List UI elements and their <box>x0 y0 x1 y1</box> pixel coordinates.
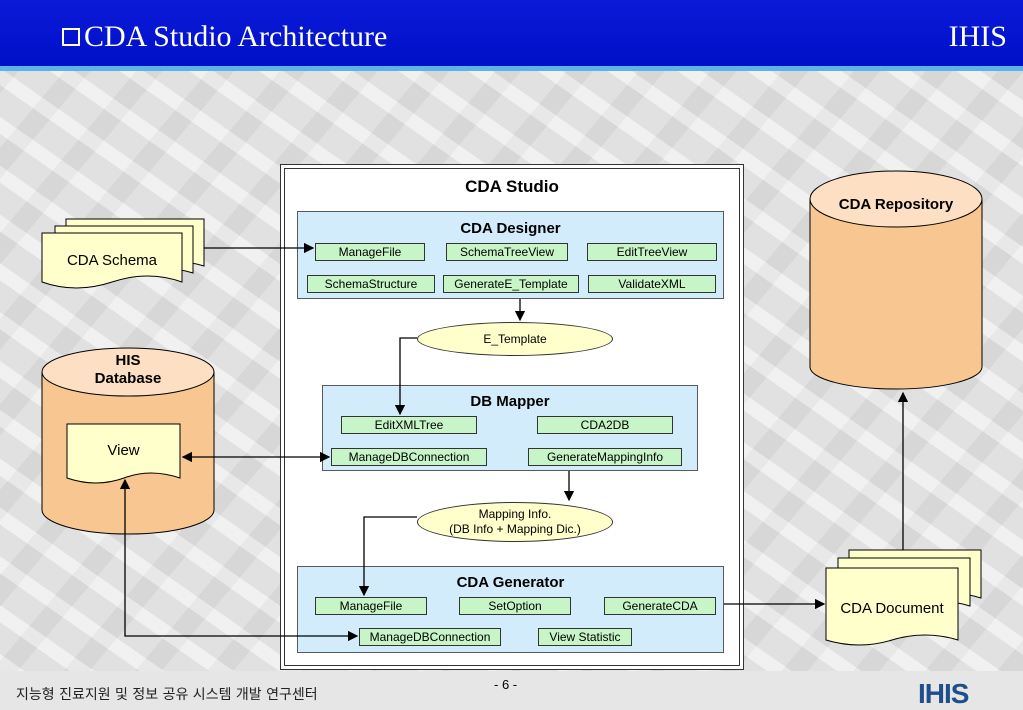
generator-viewstatistic[interactable]: View Statistic <box>538 628 632 646</box>
cda-document-icon <box>825 549 982 646</box>
page-title: CDA Studio Architecture <box>62 20 387 54</box>
cda-repository-label: CDA Repository <box>838 196 954 213</box>
cda-designer-title: CDA Designer <box>460 220 561 237</box>
mapping-info-oval: Mapping Info. (DB Info + Mapping Dic.) <box>417 502 613 542</box>
header-bar <box>0 0 1023 66</box>
view-document-icon <box>66 423 181 484</box>
generator-setoption[interactable]: SetOption <box>459 597 571 615</box>
cda-generator-title: CDA Generator <box>456 574 565 591</box>
footer-logo: IHIS <box>918 678 969 709</box>
designer-schematreeview[interactable]: SchemaTreeView <box>446 243 568 261</box>
cda-schema-document-icon <box>41 218 205 289</box>
brand-label: IHIS <box>948 20 1007 53</box>
studio-label: CDA Studio <box>465 177 559 196</box>
e-template-oval: E_Template <box>417 322 613 356</box>
cda-repository-cylinder-icon <box>809 170 983 390</box>
designer-edittreeview[interactable]: EditTreeView <box>587 243 717 261</box>
mapper-generatemappinginfo[interactable]: GenerateMappingInfo <box>528 448 682 466</box>
cda-document-label: CDA Document <box>840 600 944 617</box>
designer-managefile[interactable]: ManageFile <box>315 243 425 261</box>
his-database-label: HIS Database <box>60 352 196 388</box>
designer-validatexml[interactable]: ValidateXML <box>588 275 716 293</box>
view-label: View <box>107 442 140 459</box>
generator-managedbconnection[interactable]: ManageDBConnection <box>359 628 501 646</box>
header-underline <box>0 66 1023 71</box>
e-template-label: E_Template <box>483 331 547 346</box>
mapping-info-line1: Mapping Info. <box>478 507 552 521</box>
mapper-editxmltree[interactable]: EditXMLTree <box>341 416 477 434</box>
generator-generatecda[interactable]: GenerateCDA <box>604 597 716 615</box>
mapping-info-line2: (DB Info + Mapping Dic.) <box>449 522 581 536</box>
checkbox-bullet-icon <box>62 28 80 46</box>
flow-arrows <box>119 242 909 642</box>
his-database-line2: Database <box>94 370 162 387</box>
page-title-text: CDA Studio Architecture <box>84 20 388 53</box>
mapper-cda2db[interactable]: CDA2DB <box>537 416 673 434</box>
db-mapper-title: DB Mapper <box>470 393 550 410</box>
cda-schema-label: CDA Schema <box>66 252 158 269</box>
designer-schemastructure[interactable]: SchemaStructure <box>307 275 435 293</box>
page-number: - 6 - <box>494 677 518 692</box>
designer-generate-etemplate[interactable]: GenerateE_Template <box>443 275 579 293</box>
footer-org-name: 지능형 진료지원 및 정보 공유 시스템 개발 연구센터 <box>16 687 318 703</box>
his-database-line1: HIS <box>115 352 141 369</box>
mapper-managedbconnection[interactable]: ManageDBConnection <box>331 448 487 466</box>
